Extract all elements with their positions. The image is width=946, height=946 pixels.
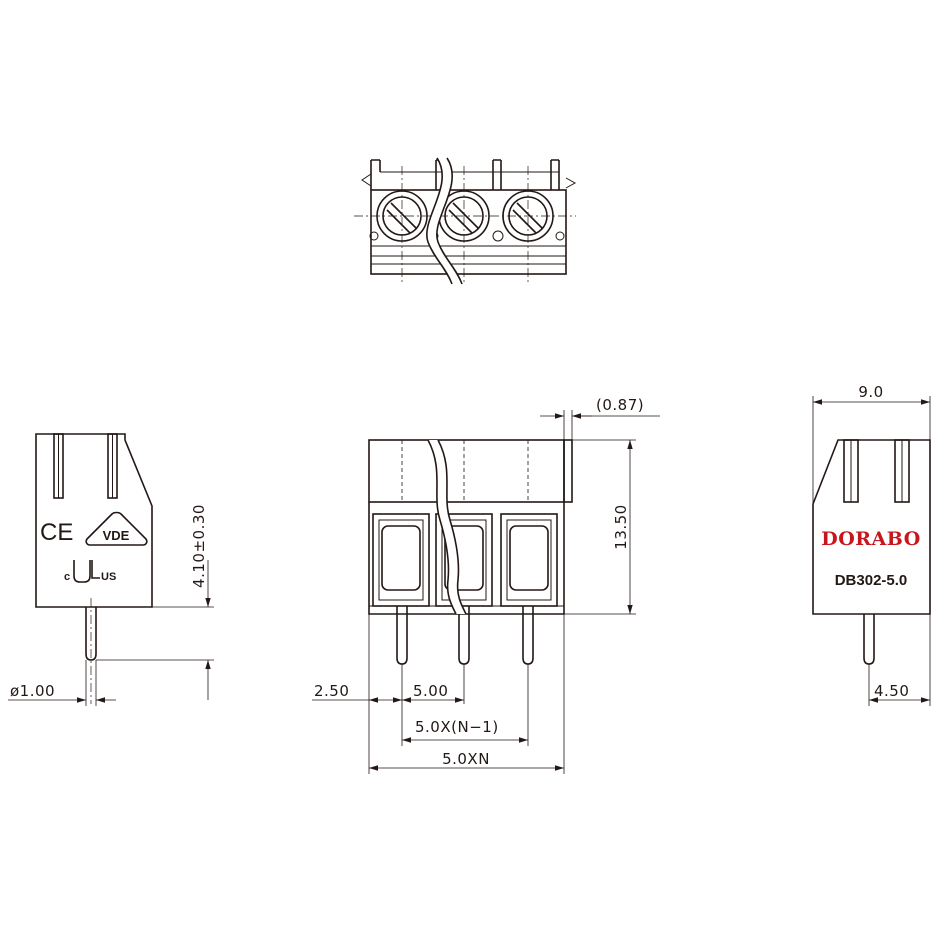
- width-label: 9.0: [858, 383, 883, 401]
- pin-diameter-label: ø1.00: [10, 682, 55, 700]
- overall-length-label: 5.0XN: [442, 750, 490, 768]
- front-view: 13.50 (0.87) 2.50 5.00 5.0X(N−1) 5.0XN: [312, 396, 660, 774]
- edge-offset-label: 2.50: [314, 682, 349, 700]
- pin-protrusion-label: 4.10±0.30: [190, 504, 208, 588]
- ul-mark: c US: [64, 560, 116, 583]
- wire-cavity: [372, 513, 430, 607]
- brand-name: DORABO: [821, 528, 921, 550]
- svg-text:CE: CE: [40, 519, 73, 546]
- height-label: 13.50: [612, 504, 630, 549]
- model-number: DB302-5.0: [835, 572, 908, 589]
- side-offset-label: (0.87): [596, 396, 644, 414]
- ce-mark: CE: [40, 519, 73, 546]
- wire-cavity: [435, 513, 493, 607]
- pin-position-label: 4.50: [874, 682, 909, 700]
- right-side-view: DORABO DB302-5.0 9.0 4.50: [812, 383, 931, 706]
- left-side-view: CE VDE c US 4.10±0.30: [8, 433, 214, 706]
- wire-cavity: [500, 513, 558, 607]
- top-view: [354, 157, 577, 285]
- vde-mark: VDE: [85, 511, 148, 546]
- pitch-label: 5.00: [413, 682, 448, 700]
- svg-text:c: c: [64, 571, 70, 583]
- svg-text:US: US: [101, 571, 116, 583]
- pitch-total-label: 5.0X(N−1): [415, 718, 499, 736]
- svg-text:VDE: VDE: [103, 528, 130, 543]
